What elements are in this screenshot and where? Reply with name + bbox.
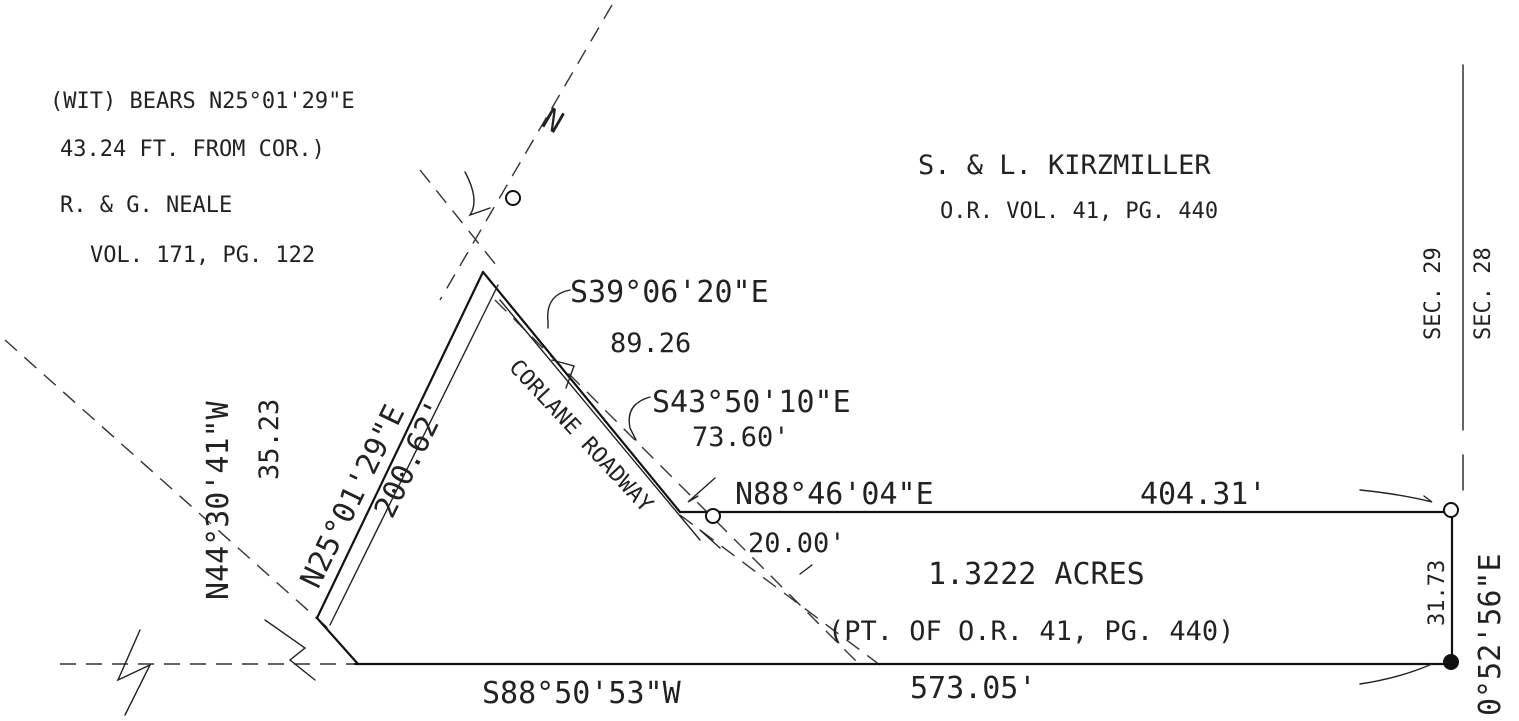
witness-note-line2: 43.24 FT. FROM COR.) xyxy=(60,137,325,162)
dashed-line-west-tie xyxy=(4,339,331,631)
arrow-west-tie xyxy=(264,619,316,681)
boundary-nw-line xyxy=(315,270,485,620)
ne1-distance: 89.26 xyxy=(610,328,691,359)
arrow-ne1 xyxy=(546,289,575,389)
dashed-line-road-centerline-2 xyxy=(679,514,881,666)
south-line-distance: 573.05' xyxy=(910,671,1036,706)
monument-se-corner xyxy=(1443,654,1459,670)
dashed-line-north-extension xyxy=(439,4,613,301)
west-owner-name: R. & G. NEALE xyxy=(60,193,232,218)
dashed-line-road-edge xyxy=(419,169,501,271)
z-mark xyxy=(116,629,152,716)
east-owner-name: S. & L. KIRZMILLER xyxy=(918,150,1211,181)
south-line-bearing: S88°50'53"W xyxy=(482,676,682,711)
east-owner-deed: O.R. VOL. 41, PG. 440 xyxy=(940,199,1218,224)
acreage-note: (PT. OF O.R. 41, PG. 440) xyxy=(828,616,1234,647)
ne2-distance: 73.60' xyxy=(692,422,790,453)
boundary-ne-line xyxy=(481,270,682,514)
arrow-ne2 xyxy=(628,396,651,441)
section-29-label: SEC. 29 xyxy=(1421,247,1446,340)
arrow-se-corner xyxy=(1359,663,1433,685)
east-line-bearing: 0°52'56"E xyxy=(1473,553,1508,716)
boundary-ne-offset xyxy=(499,299,701,541)
boundary-nw-offset xyxy=(329,284,499,626)
west-owner-deed: VOL. 171, PG. 122 xyxy=(90,243,315,268)
monument-north-corner xyxy=(705,508,721,524)
west-tie-bearing: N44°30'41"W xyxy=(201,400,236,600)
monument-ne-corner xyxy=(1443,502,1459,518)
boundary-west-tie-line xyxy=(315,616,360,666)
acreage-label: 1.3222 ACRES xyxy=(928,557,1145,592)
road-width: 20.00' xyxy=(748,528,846,559)
arrow-north-corner xyxy=(687,477,716,503)
section-28-label: SEC. 28 xyxy=(1471,247,1496,340)
ne1-bearing: S39°06'20"E xyxy=(570,275,769,310)
east-line-distance: 31.73 xyxy=(1425,560,1450,626)
arrow-witness xyxy=(464,171,491,217)
ne2-bearing: S43°50'10"E xyxy=(652,385,851,420)
witness-note-line1: (WIT) BEARS N25°01'29"E xyxy=(50,89,355,114)
arrow-road-width xyxy=(699,529,813,575)
north-line-distance: 404.31' xyxy=(1140,477,1266,512)
west-tie-distance: 35.23 xyxy=(254,399,285,480)
monument-witness xyxy=(505,190,521,206)
arrow-north-line-end xyxy=(1359,489,1433,503)
north-arrow-label: N xyxy=(536,102,569,141)
north-line-bearing: N88°46'04"E xyxy=(735,477,934,512)
